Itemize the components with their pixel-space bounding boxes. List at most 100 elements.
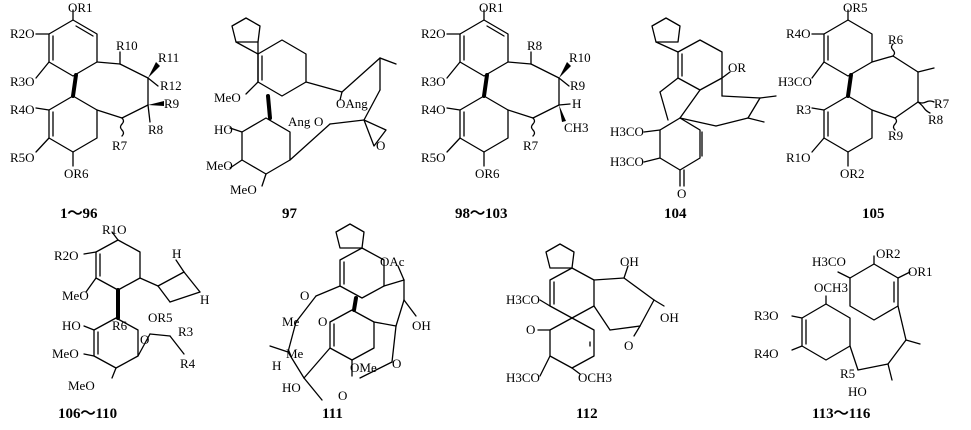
atom-label: O (376, 138, 385, 153)
atom-label: MeO (52, 346, 79, 361)
atom-label: R5O (10, 150, 35, 165)
atom-label: OCH3 (578, 370, 612, 385)
atom-label: R6 (888, 32, 904, 47)
compound-label: 105 (862, 206, 885, 222)
atom-label: O (314, 114, 323, 129)
atom-label: R4O (421, 102, 446, 117)
atom-label: R1O (786, 150, 811, 165)
atom-label: OR5 (148, 310, 173, 325)
atom-label: HO (282, 380, 301, 395)
structure-111: OAc O Me O Me OH H HO O OMe O 111 (269, 223, 431, 422)
atom-label: OAng (336, 96, 368, 111)
atom-label: H3CO (812, 254, 846, 269)
atom-label: R2O (54, 248, 79, 263)
atom-label: O (392, 356, 401, 371)
atom-label: CH3 (564, 120, 589, 135)
atom-label: R7 (112, 138, 128, 153)
atom-label: OR2 (840, 166, 865, 181)
atom-label: HO (214, 122, 233, 137)
atom-label: O (318, 314, 327, 329)
atom-label: OCH3 (814, 280, 848, 295)
atom-label: H3CO (610, 154, 644, 169)
atom-label: R8 (527, 38, 542, 53)
atom-label: Ang (288, 114, 311, 129)
structure-113-116: H3CO OR2 OR1 OCH3 R3O R4O R5 HO 113～116 (754, 246, 933, 422)
atom-label: OMe (350, 360, 377, 375)
atom-label: R3 (178, 324, 193, 339)
atom-label: R2O (421, 26, 446, 41)
structure-105: OR5 R4O H3CO R3 R1O OR2 R6 R7 R8 R9 105 (778, 0, 950, 222)
atom-label: OR (728, 60, 746, 75)
compound-label: 97 (282, 206, 298, 222)
atom-label: H3CO (506, 292, 540, 307)
atom-label: OH (660, 310, 679, 325)
atom-label: H (172, 246, 181, 261)
atom-label: OH (412, 318, 431, 333)
atom-label: MeO (62, 288, 89, 303)
atom-label: O (677, 186, 686, 201)
atom-label: R5 (840, 366, 855, 381)
atom-label: Me (286, 346, 304, 361)
structure-98-103: OR1 R2O R3O R4O R5O OR6 R7 R8 R9 R10 H C… (421, 0, 591, 222)
atom-label: OR1 (479, 0, 504, 15)
atom-label: R10 (569, 50, 591, 65)
atom-label: R3 (796, 102, 811, 117)
structure-106-110: R1O R2O MeO HO R6 MeO MeO OR5 R3 R4 H H … (52, 222, 209, 422)
atom-label: MeO (68, 378, 95, 393)
atom-label: H3CO (778, 74, 812, 89)
atom-label: R7 (934, 96, 950, 111)
atom-label: OR6 (64, 166, 89, 181)
atom-label: O (526, 322, 535, 337)
atom-label: R7 (523, 138, 539, 153)
atom-label: R8 (148, 122, 163, 137)
atom-label: H (572, 96, 581, 111)
atom-label: R2O (10, 26, 35, 41)
atom-label: R4O (10, 102, 35, 117)
atom-label: R12 (160, 78, 182, 93)
atom-label: OR2 (876, 246, 901, 261)
atom-label: R9 (570, 78, 585, 93)
atom-label: R11 (158, 50, 179, 65)
atom-label: O (624, 338, 633, 353)
atom-label: MeO (214, 90, 241, 105)
atom-label: R4 (180, 356, 196, 371)
atom-label: H3CO (506, 370, 540, 385)
atom-label: Me (282, 314, 300, 329)
atom-label: OR6 (475, 166, 500, 181)
atom-label: MeO (206, 158, 233, 173)
atom-label: R9 (164, 96, 179, 111)
compound-label: 98～103 (455, 206, 508, 222)
atom-label: R10 (116, 38, 138, 53)
compound-label: 1～96 (60, 206, 98, 222)
structure-104: OR H3CO H3CO O 104 (610, 17, 777, 222)
atom-label: HO (848, 384, 867, 399)
compound-label: 104 (664, 206, 687, 222)
atom-label: R9 (888, 128, 903, 143)
atom-label: R3O (754, 308, 779, 323)
atom-label: R6 (112, 318, 128, 333)
atom-label: OH (620, 254, 639, 269)
atom-label: O (338, 388, 347, 403)
atom-label: H (200, 292, 209, 307)
atom-label: R3O (10, 74, 35, 89)
atom-label: OR1 (68, 0, 93, 15)
atom-label: OR1 (908, 264, 933, 279)
atom-label: OAc (380, 254, 405, 269)
atom-label: R4O (786, 26, 811, 41)
atom-label: MeO (230, 182, 257, 197)
atom-label: O (140, 332, 149, 347)
atom-label: R8 (928, 112, 943, 127)
compound-label: 106～110 (58, 406, 117, 422)
compound-label: 113～116 (812, 406, 871, 422)
structure-1-96: OR1 R2O R3O R4O R5O OR6 R7 R8 R9 R10 R11… (10, 0, 182, 222)
compound-label: 112 (576, 406, 598, 422)
atom-label: R4O (754, 346, 779, 361)
atom-label: R3O (421, 74, 446, 89)
atom-label: R5O (421, 150, 446, 165)
atom-label: O (300, 288, 309, 303)
structure-112: H3CO OH OH O O H3CO OCH3 112 (506, 243, 679, 422)
atom-label: H3CO (610, 124, 644, 139)
compound-label: 111 (322, 406, 343, 422)
atom-label: HO (62, 318, 81, 333)
